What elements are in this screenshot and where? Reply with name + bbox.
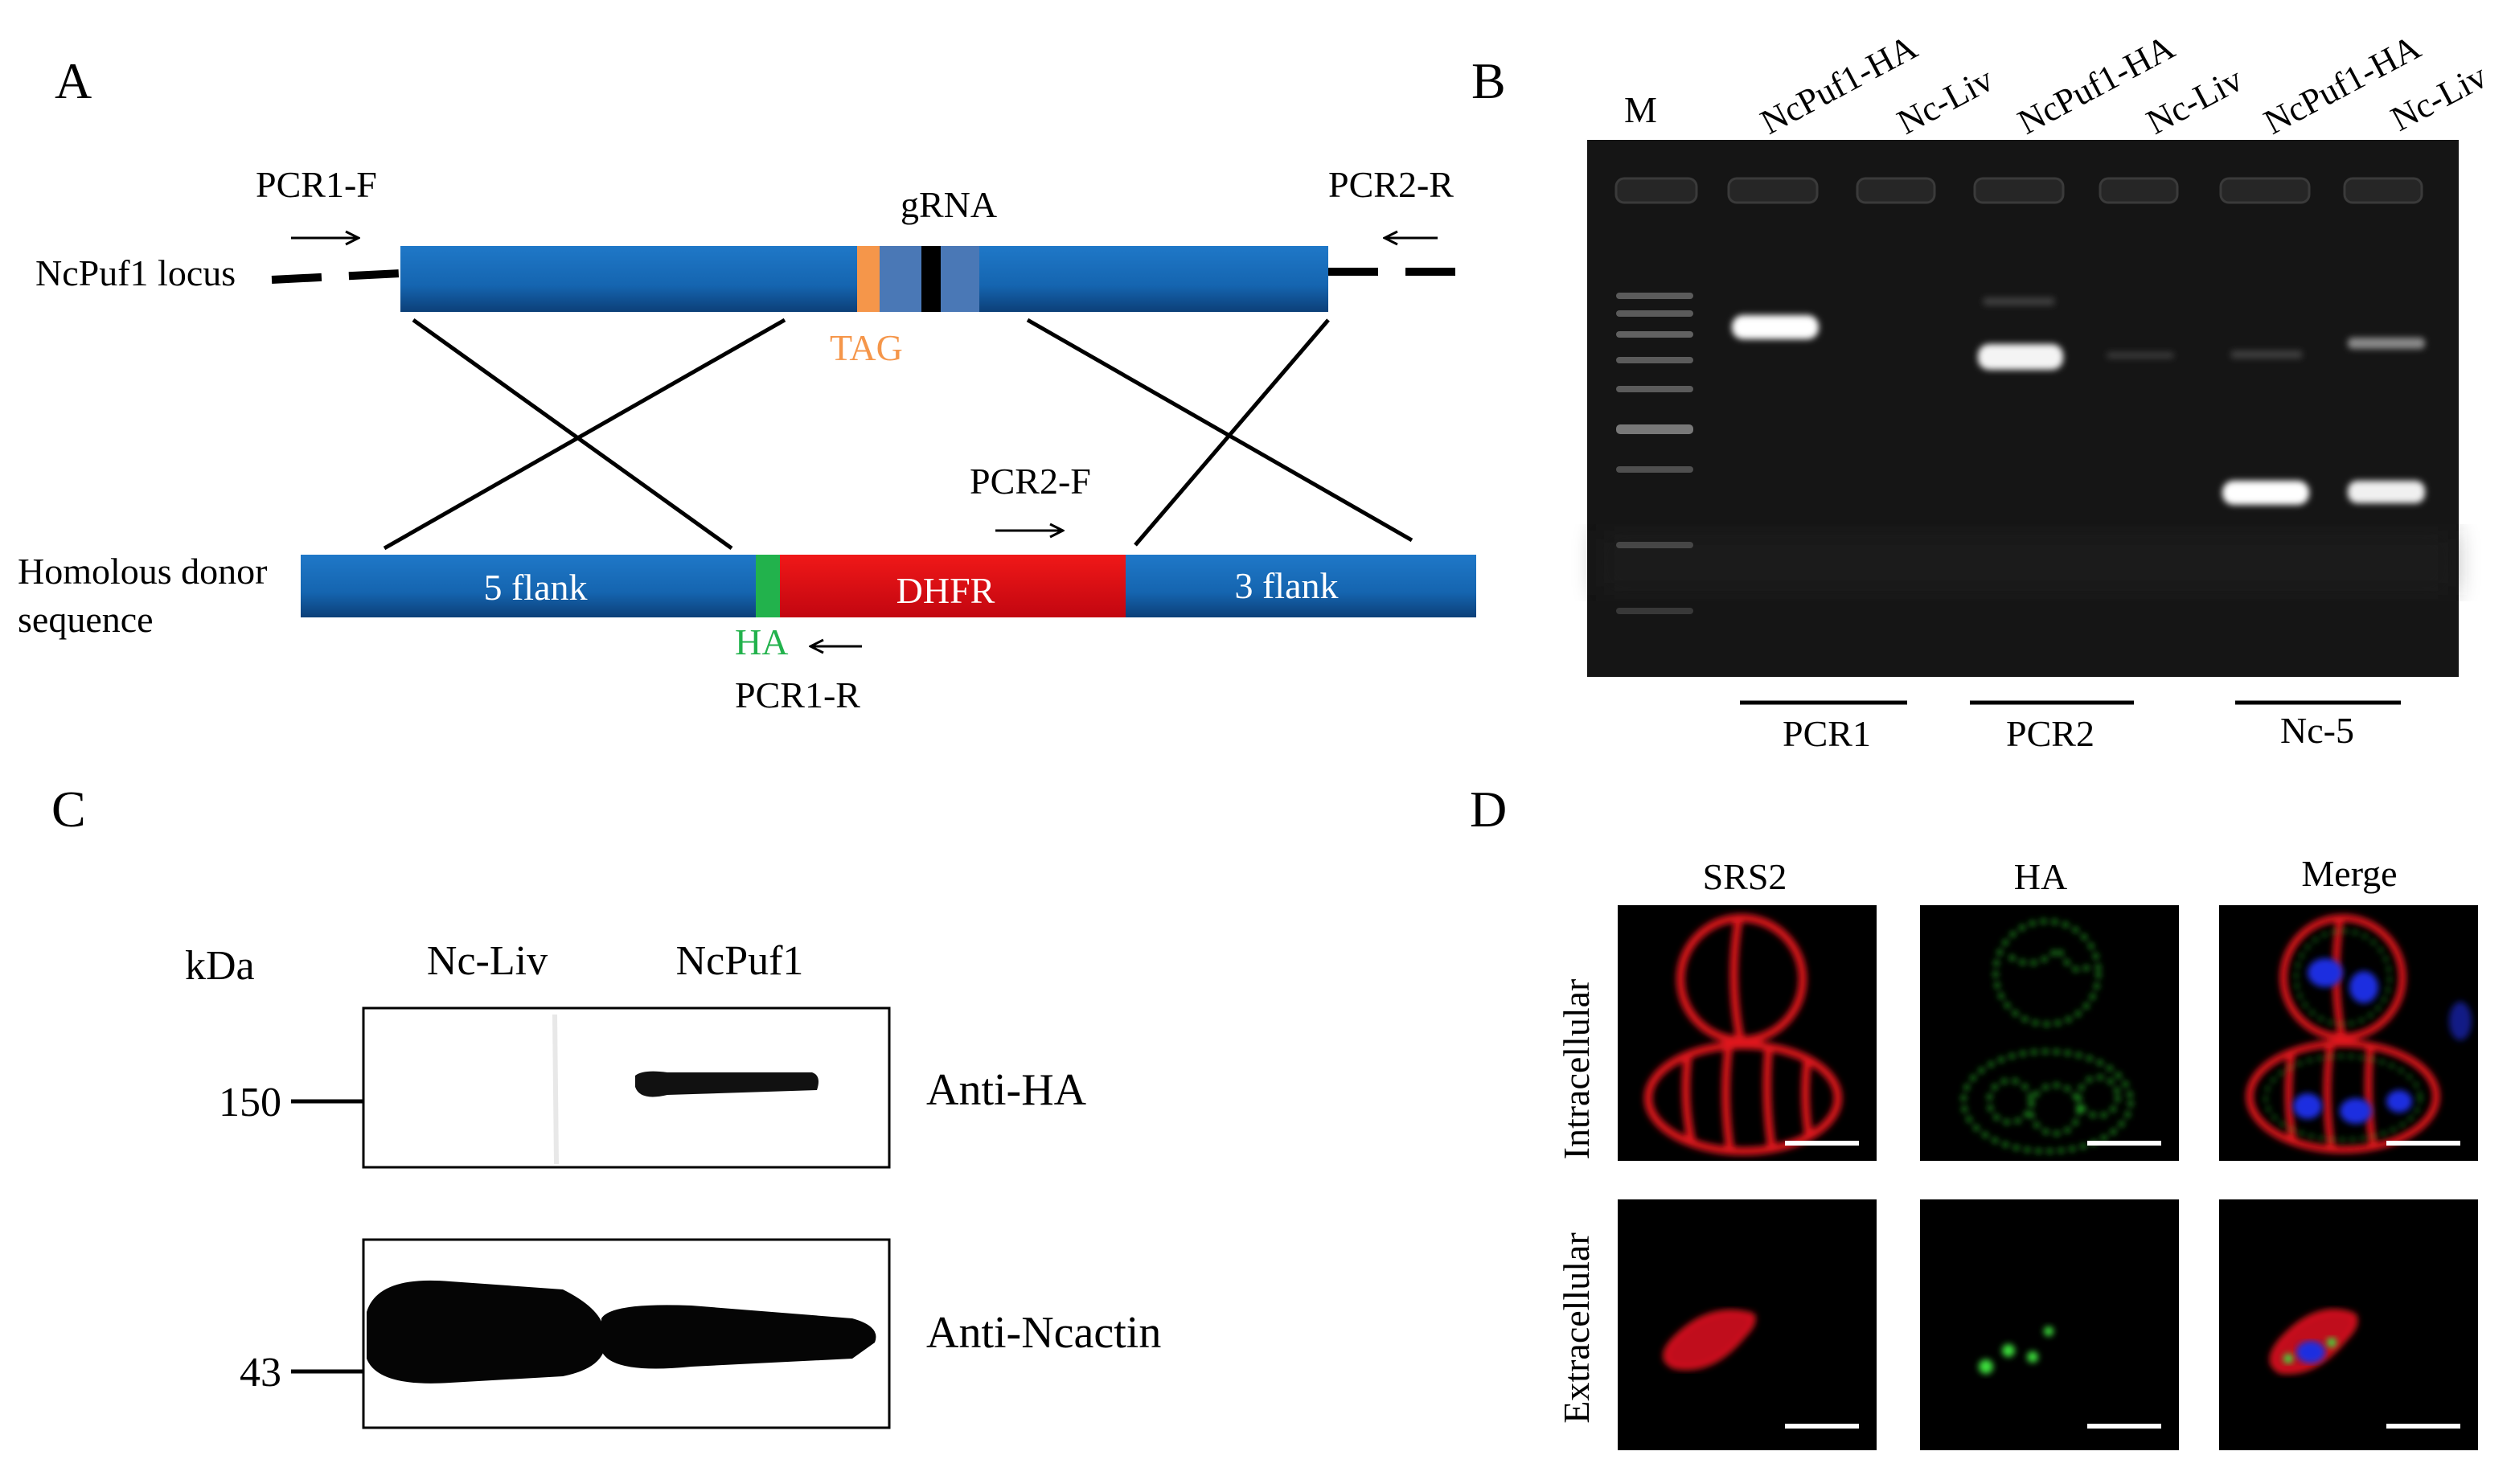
panel-label-b: B: [1471, 52, 1506, 109]
column-label-ha: HA: [2014, 856, 2067, 897]
micrograph-intracellular-ha: [1920, 905, 2179, 1161]
crossover-line: [1026, 318, 1413, 543]
micrograph-extracellular-srs2: [1618, 1199, 1877, 1450]
lane-label: NcPuf1-HA: [1754, 27, 1924, 142]
tag-box: [857, 246, 880, 312]
gel-image: [1587, 140, 2459, 677]
group-label-pcr1: PCR1: [1783, 713, 1871, 754]
blot-artifact: [552, 1014, 559, 1165]
micrograph-intracellular-merge: [2219, 905, 2478, 1161]
blot-label-anti-ha: Anti-HA: [926, 1065, 1087, 1115]
donor-label-line2: sequence: [18, 599, 154, 640]
primer-pcr1-r-label: PCR1-R: [735, 674, 860, 715]
band-anti-ha-ncpuf1: [635, 1071, 819, 1097]
locus-dashed-left: [271, 269, 401, 284]
ha-label: HA: [735, 621, 788, 662]
blot-label-anti-ncactin: Anti-Ncactin: [926, 1308, 1161, 1358]
crossover-line: [412, 318, 733, 551]
primer-pcr1-f-label: PCR1-F: [256, 164, 377, 205]
flank3-bar: [1126, 555, 1476, 617]
panel-label-c: C: [51, 781, 86, 838]
row-label-extracellular: Extracellular: [1556, 1232, 1597, 1424]
panel-label-d: D: [1470, 781, 1507, 838]
grna-label: gRNA: [901, 184, 997, 225]
primer-pcr2-r-label: PCR2-R: [1328, 164, 1454, 205]
micrograph-extracellular-ha: [1920, 1199, 2179, 1450]
unit-label: kDa: [185, 943, 255, 989]
pam-mark: [921, 246, 941, 312]
flank5-label: 5 flank: [483, 567, 587, 608]
crossover-line: [383, 318, 786, 551]
marker-lane-label: M: [1624, 89, 1657, 130]
lane-label: Nc-Liv: [1891, 59, 2000, 142]
donor-label-line1: Homolous donor: [18, 551, 268, 592]
panel-c: C kDa Nc-Liv NcPuf1 150 Anti-HA 43 Anti-…: [51, 781, 1161, 1429]
crossover-line: [1134, 318, 1330, 547]
row-label-intracellular: Intracellular: [1556, 979, 1597, 1160]
marker-label-150: 150: [219, 1080, 281, 1125]
blot-lane-label: NcPuf1: [676, 938, 804, 984]
flank5-bar: [301, 555, 756, 617]
tag-label: TAG: [830, 327, 903, 368]
micrograph-intracellular-srs2: [1618, 905, 1877, 1161]
panel-label-a: A: [55, 52, 92, 109]
marker-label-43: 43: [240, 1350, 281, 1396]
group-label-nc5: Nc-5: [2280, 710, 2354, 751]
flank3-label: 3 flank: [1234, 565, 1338, 606]
micrograph-extracellular-merge: [2219, 1199, 2478, 1450]
column-label-merge: Merge: [2301, 853, 2397, 894]
locus-label: NcPuf1 locus: [35, 252, 236, 293]
column-label-srs2: SRS2: [1703, 856, 1787, 897]
primer-pcr2-f-label: PCR2-F: [970, 461, 1091, 502]
blot-lane-label: Nc-Liv: [427, 938, 548, 984]
dhfr-label: DHFR: [896, 570, 995, 611]
band-anti-ncactin: [367, 1280, 876, 1384]
panel-b: B M NcPuf1-HA Nc-Liv NcPuf1-HA Nc-Liv Nc…: [1471, 27, 2493, 754]
panel-a: A PCR1-F PCR2-R gRNA NcPuf1 locus TAG PC…: [18, 52, 1476, 715]
ha-tag-box: [756, 555, 780, 617]
dhfr-bar: [780, 555, 1126, 617]
group-label-pcr2: PCR2: [2006, 713, 2094, 754]
panel-d: D SRS2 HA Merge Intracellular Extracellu…: [1470, 781, 2478, 1450]
